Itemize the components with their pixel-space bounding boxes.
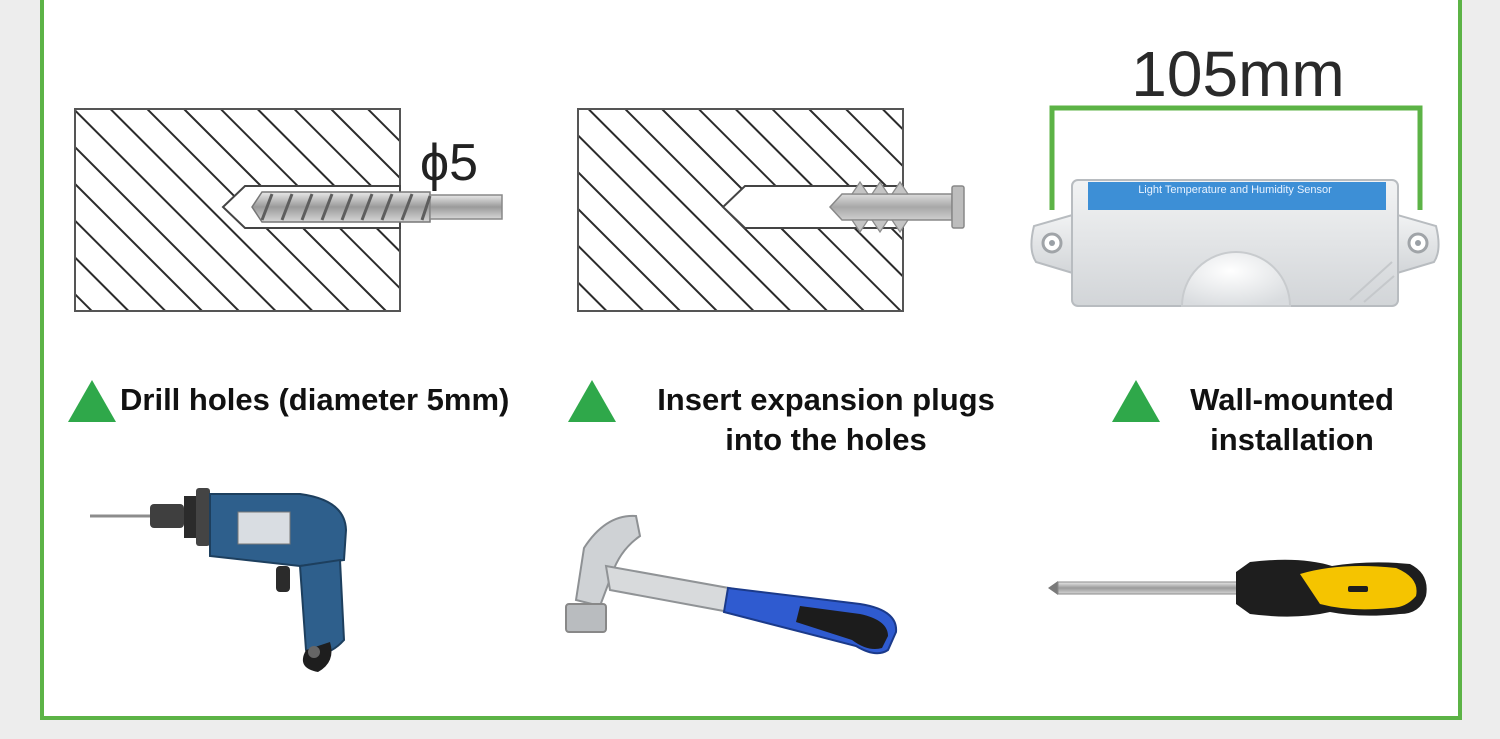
- screwdriver-icon: [1048, 559, 1427, 617]
- step-label-plugs: Insert expansion plugs into the holes: [657, 382, 995, 457]
- sensor-panel-label: Light Temperature and Humidity Sensor: [1138, 184, 1332, 196]
- triangle-marker-icon: [68, 380, 116, 422]
- expansion-plug-icon: [828, 180, 965, 234]
- width-dimension-label: 105mm: [1131, 38, 1344, 110]
- diameter-label: ϕ5: [420, 134, 478, 192]
- step-label-drill: Drill holes (diameter 5mm): [120, 382, 510, 417]
- power-drill-icon: [90, 488, 348, 672]
- drill-bit-icon: [251, 191, 503, 223]
- step-label-mount: Wall-mounted installation: [1190, 382, 1394, 457]
- sensor-enclosure-icon: Light Temperature and Humidity Sensor: [1030, 179, 1440, 307]
- triangle-marker-icon: [1112, 380, 1160, 422]
- claw-hammer-icon: [565, 514, 898, 655]
- triangle-marker-icon: [568, 380, 616, 422]
- dimension-bracket: [1049, 105, 1423, 210]
